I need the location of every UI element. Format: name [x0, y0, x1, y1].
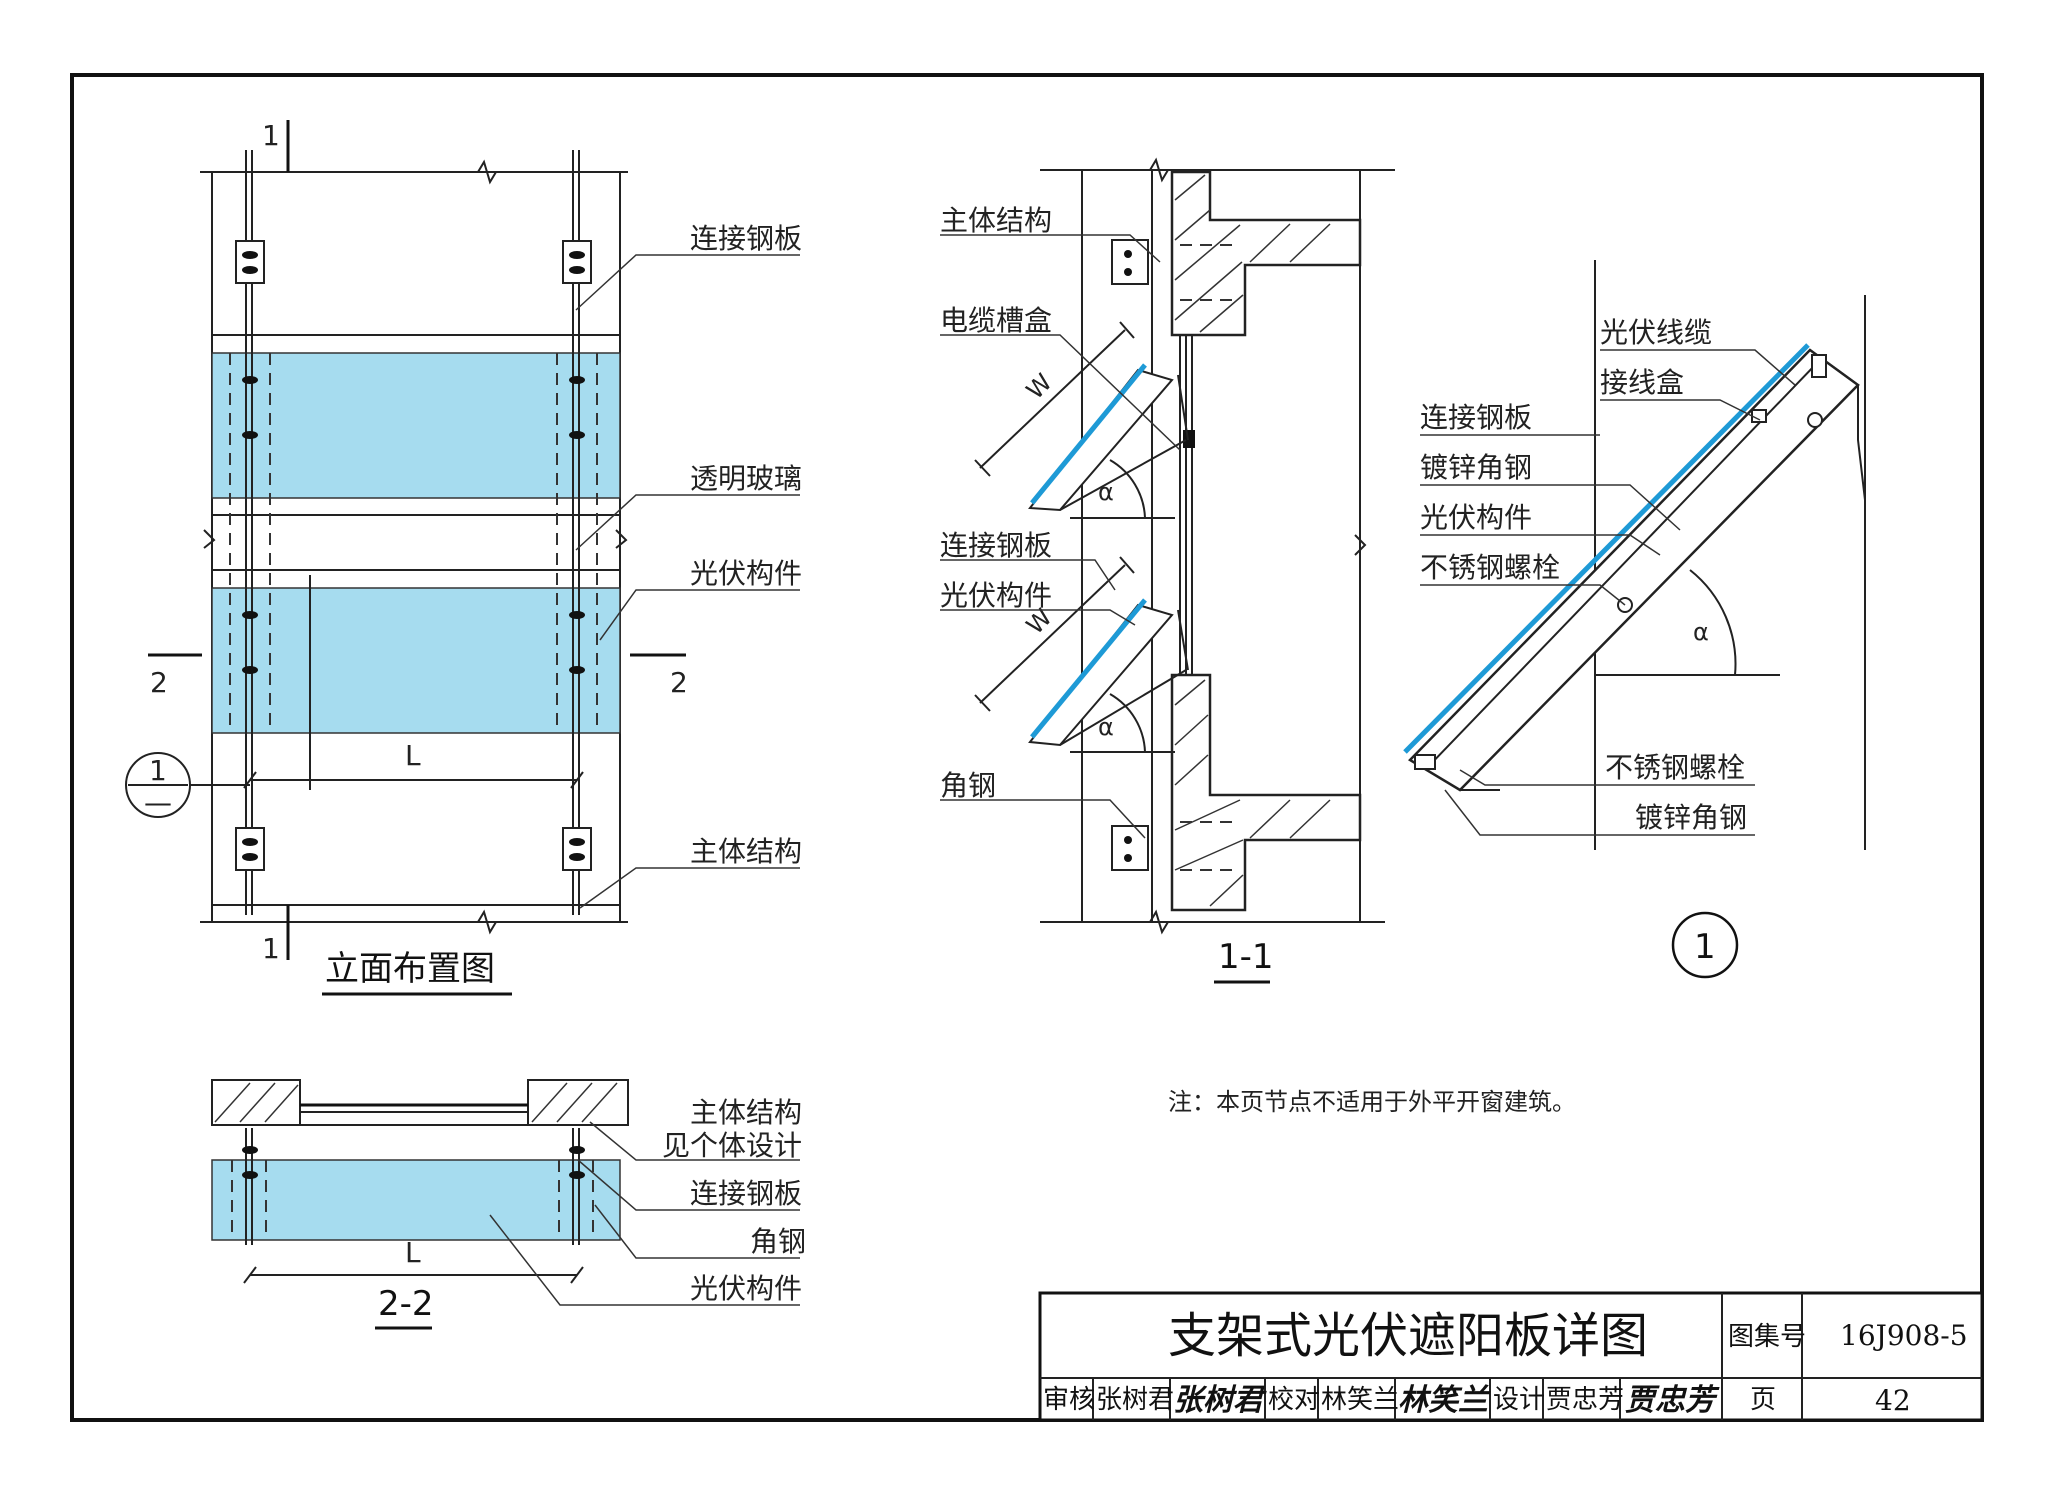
elevation-dim-l: L [405, 739, 421, 772]
detail-label-galv-angle-2: 镀锌角钢 [1635, 801, 1747, 834]
section-1-1-view: W α W α 主体结构 电缆槽盒 连接钢板 光伏构件 角钢 1-1 [940, 157, 1395, 984]
title-block: 支架式光伏遮阳板详图 图集号 16J908-5 页 42 审核 张树君 张树君 … [1038, 1291, 1984, 1422]
pv-panel-lower [211, 587, 621, 734]
atlas-number: 16J908-5 [1840, 1319, 1968, 1352]
detail-label-galv-angle: 镀锌角钢 [1420, 451, 1532, 484]
design-signature: 贾忠芳 [1625, 1383, 1720, 1418]
section-2-2-view: L 主体结构 见个体设计 连接钢板 角钢 光伏构件 2-2 [211, 1079, 806, 1330]
detail-number: 1 [1694, 927, 1716, 967]
section-1-label-steel-plate: 连接钢板 [940, 529, 1052, 562]
section-2-label-steel-plate: 连接钢板 [690, 1177, 802, 1210]
design-name: 贾忠芳 [1546, 1385, 1624, 1415]
review-label: 审核 [1043, 1385, 1095, 1415]
section-1-title: 1-1 [1218, 937, 1274, 977]
section-2-label-angle: 角钢 [750, 1225, 806, 1258]
cut-mark-2-left: 2 [150, 666, 168, 699]
cut-mark-1-top: 1 [262, 119, 280, 152]
check-label: 校对 [1268, 1385, 1320, 1415]
section-1-angle-upper: α [1098, 478, 1114, 506]
section-2-dim-l: L [405, 1236, 421, 1269]
elevation-title: 立面布置图 [325, 949, 495, 989]
section-1-label-cable-tray: 电缆槽盒 [940, 304, 1052, 337]
detail-label-pv-cable: 光伏线缆 [1600, 316, 1712, 349]
section-1-angle-lower: α [1098, 713, 1114, 741]
page-number: 42 [1875, 1384, 1911, 1417]
design-label: 设计 [1493, 1385, 1545, 1415]
elevation-label-steel-plate: 连接钢板 [690, 222, 802, 255]
section-2-label-structure: 主体结构 [690, 1096, 802, 1129]
section-2-pv-panel [211, 1159, 621, 1241]
review-signature: 张树君 [1173, 1383, 1267, 1418]
review-name: 张树君 [1096, 1385, 1174, 1415]
elevation-label-glass: 透明玻璃 [690, 462, 802, 495]
detail-angle: α [1693, 618, 1709, 646]
section-2-title: 2-2 [378, 1284, 434, 1324]
sheet-border [70, 73, 1984, 1422]
elevation-label-structure: 主体结构 [690, 835, 802, 868]
check-name: 林笑兰 [1321, 1385, 1399, 1415]
page-label: 页 [1750, 1385, 1776, 1415]
detail-ref-top: 1 [149, 754, 167, 787]
section-1-label-structure: 主体结构 [940, 204, 1052, 237]
detail-label-ss-bolt-2: 不锈钢螺栓 [1605, 751, 1745, 784]
check-signature: 林笑兰 [1398, 1383, 1491, 1418]
detail-ref-bottom: — [144, 786, 172, 819]
elevation-label-pv: 光伏构件 [690, 557, 802, 590]
elevation-view: L 1 1 2 2 1 — 连接钢板 透明玻璃 光伏构件 主体结构 立面布置图 [125, 119, 802, 996]
detail-label-pv: 光伏构件 [1420, 501, 1532, 534]
detail-1-view: α 光伏线缆 接线盒 连接钢板 镀锌角钢 光伏构件 不锈钢螺栓 不锈钢螺栓 镀锌… [1403, 260, 1866, 979]
detail-label-junction-box: 接线盒 [1600, 366, 1684, 399]
section-1-label-pv: 光伏构件 [940, 579, 1052, 612]
section-2-label-see-design: 见个体设计 [662, 1129, 802, 1162]
detail-label-ss-bolt: 不锈钢螺栓 [1420, 551, 1560, 584]
atlas-label: 图集号 [1728, 1322, 1806, 1352]
detail-label-steel-plate: 连接钢板 [1420, 401, 1532, 434]
cut-mark-1-bottom: 1 [262, 932, 280, 965]
section-1-label-angle: 角钢 [940, 769, 996, 802]
cut-mark-2-right: 2 [670, 666, 688, 699]
drawing-title: 支架式光伏遮阳板详图 [1168, 1308, 1648, 1364]
section-2-label-pv: 光伏构件 [690, 1272, 802, 1305]
detail-number-bubble [1671, 911, 1739, 979]
sheet-note: 注：本页节点不适用于外平开窗建筑。 [1168, 1088, 1576, 1116]
pv-panel-upper [211, 352, 621, 499]
